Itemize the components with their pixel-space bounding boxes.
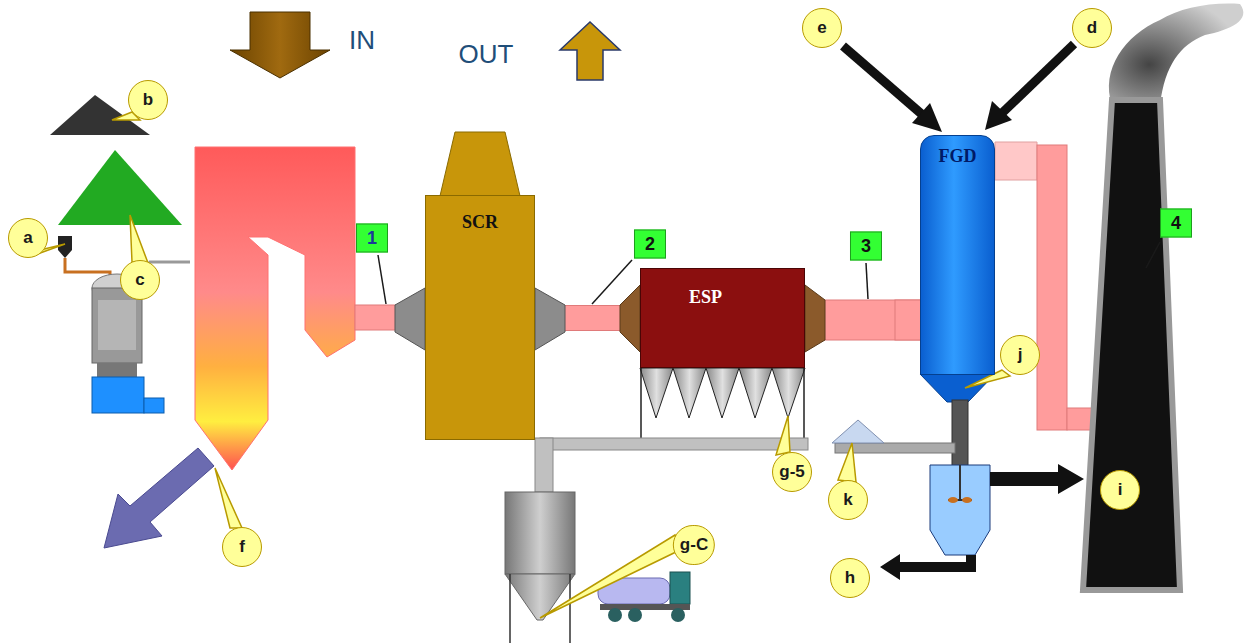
callout-number: 1: [356, 224, 388, 253]
tank: [930, 465, 990, 555]
unit-label: SCR: [462, 212, 498, 233]
silo-cone: [505, 574, 575, 620]
motor: [92, 377, 144, 413]
fgd-stem: [952, 400, 968, 466]
unit-label: ESP: [689, 287, 722, 308]
callout-letter: a: [8, 218, 48, 258]
scr-hood: [440, 132, 520, 196]
hoppers: [640, 368, 805, 418]
scr-inlet-cone: [395, 288, 425, 350]
callout-letter: d: [1072, 8, 1112, 48]
arrow-d: [1000, 44, 1074, 115]
gypsum-pile: [832, 420, 884, 443]
arrow-e-head: [912, 103, 942, 132]
callout-number: 2: [634, 230, 666, 259]
biomass-pile: [58, 150, 182, 225]
stack-riser: [1037, 145, 1067, 430]
agitator-blade: [948, 497, 958, 503]
stack: [1083, 100, 1180, 590]
flow-label: IN: [349, 25, 375, 56]
callout-tails: [32, 112, 1010, 618]
arrow-d-head: [985, 101, 1012, 130]
silo: [505, 492, 575, 574]
callout-letter: f: [222, 527, 262, 567]
unit-label: FGD: [939, 146, 977, 167]
duct-1: [355, 305, 397, 330]
in-arrow: [230, 12, 330, 78]
callout-letter: i: [1100, 470, 1140, 510]
callout-letter: c: [120, 260, 160, 300]
mill-band: [98, 300, 136, 350]
flow-label: OUT: [459, 39, 514, 70]
callout-letter: j: [1000, 335, 1040, 375]
callout-letter: h: [830, 558, 870, 598]
mill-base: [97, 363, 137, 377]
callout-number: 4: [1160, 209, 1192, 238]
ash-arrow: [104, 448, 214, 548]
callout-letter: g-C: [673, 525, 715, 565]
callout-number: 3: [850, 232, 882, 261]
agitator-blade: [962, 497, 972, 503]
esp-inlet-cone: [620, 285, 640, 352]
callout-letter: g-5: [772, 452, 812, 492]
duct-3-joint: [895, 300, 922, 340]
nozzle: [58, 236, 72, 258]
boiler: [195, 147, 355, 470]
arrow-h: [880, 554, 976, 580]
scr-outlet-cone: [535, 288, 565, 350]
conveyor: [540, 438, 808, 450]
motor-small: [144, 398, 164, 413]
callout-letter: e: [802, 8, 842, 48]
fgd-absorber: FGD: [920, 135, 995, 375]
esp-frame: [641, 368, 804, 440]
smoke: [1109, 4, 1243, 105]
arrow-e: [843, 46, 925, 117]
conveyor-drop: [535, 438, 553, 492]
fgd-outlet: [995, 142, 1037, 180]
callout-letter: k: [828, 480, 868, 520]
out-arrow: [560, 22, 620, 80]
agitator: [948, 465, 972, 500]
esp-outlet-cone: [805, 285, 825, 352]
esp-precipitator: ESP: [640, 268, 805, 368]
callout-letter: b: [128, 80, 168, 120]
scr-reactor: SCR: [425, 195, 535, 440]
arrow-i: [990, 464, 1084, 494]
